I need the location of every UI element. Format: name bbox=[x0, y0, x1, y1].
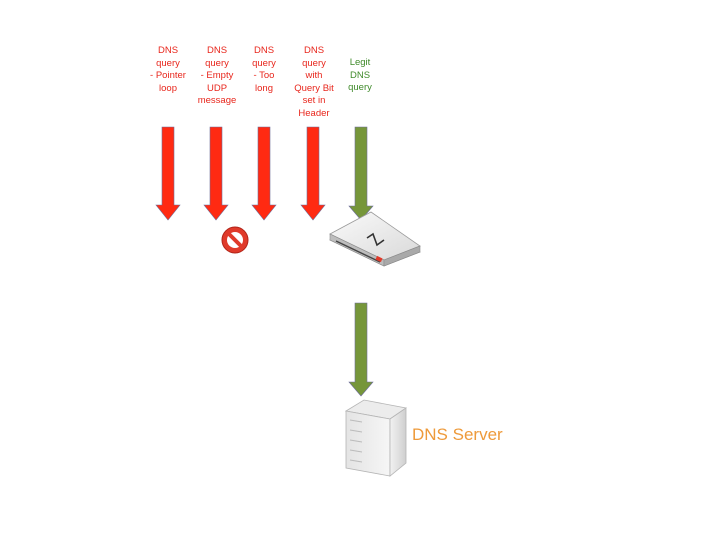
arrow-query-bit bbox=[300, 126, 326, 221]
arrow-too-long bbox=[251, 126, 277, 221]
label-pointer-loop: DNS query - Pointer loop bbox=[150, 45, 186, 94]
arrow-empty-udp bbox=[203, 126, 229, 221]
label-empty-udp: DNS query - Empty UDP message bbox=[197, 45, 237, 106]
network-appliance-icon bbox=[329, 211, 421, 267]
no-entry-icon bbox=[221, 226, 249, 254]
label-too-long: DNS query - Too long bbox=[252, 45, 276, 94]
server-tower-icon bbox=[344, 399, 408, 477]
server-label: DNS Server bbox=[412, 425, 503, 444]
label-legit-query: Legit DNS query bbox=[348, 57, 372, 93]
arrow-to-server bbox=[348, 302, 374, 397]
label-query-bit: DNS query with Query Bit set in Header bbox=[294, 45, 334, 119]
arrow-legit-query bbox=[348, 126, 374, 221]
arrow-pointer-loop bbox=[155, 126, 181, 221]
